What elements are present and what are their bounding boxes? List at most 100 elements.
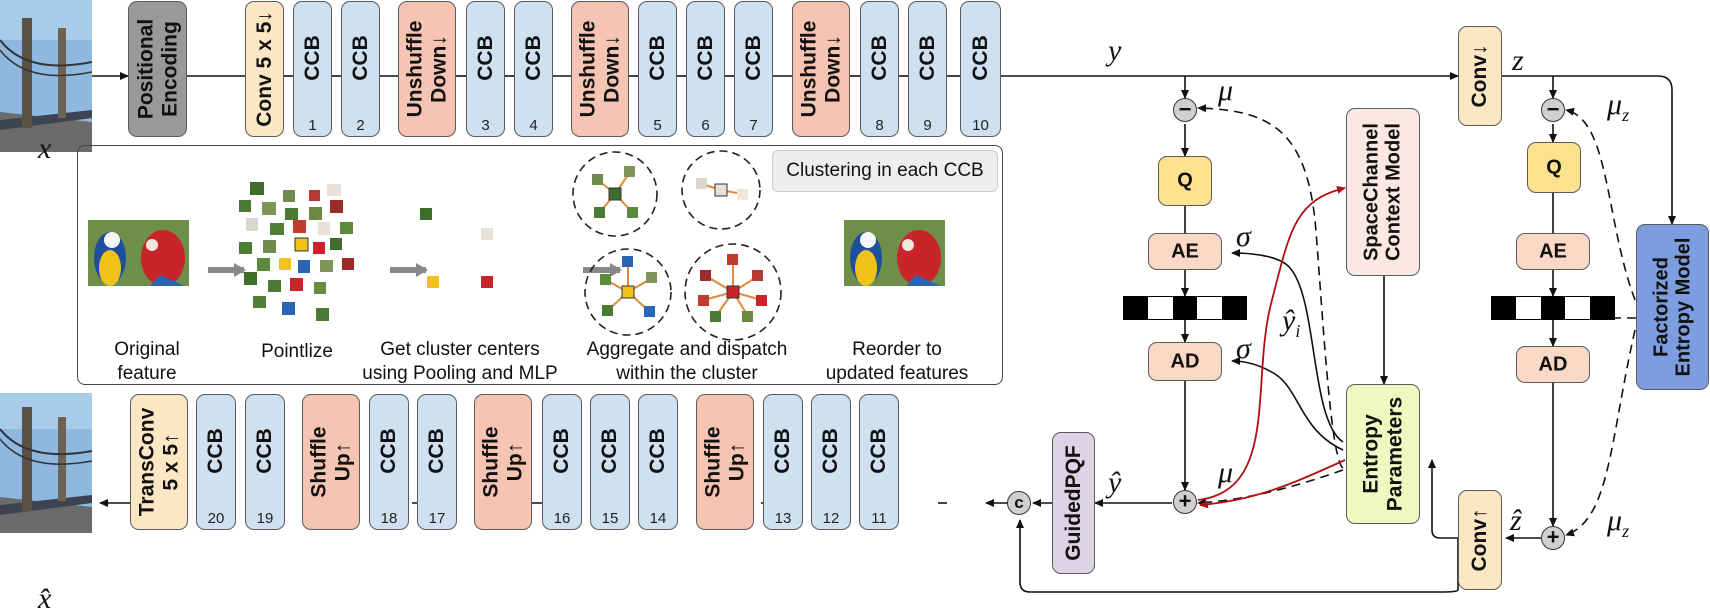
guided-pqf-label: GuidedPQF [1061, 445, 1085, 561]
symbol-y-hat-i: ŷi [1282, 306, 1301, 341]
ccb-number: 11 [871, 510, 887, 527]
unshuffle-down-block-3: Unshuffle Down↓ [792, 1, 850, 137]
hyper-conv-down-block: Conv↓ [1458, 26, 1502, 126]
ccb-label: CCB [867, 35, 891, 82]
factorized-to-hminus [1565, 107, 1636, 301]
unshuffle-down-block-2: Unshuffle Down↓ [571, 1, 629, 137]
conv-in-label: Conv 5 x 5↓ [252, 11, 276, 127]
bitstream-bar [1123, 296, 1247, 320]
shuffle-label: Shuffle Up↑ [479, 426, 526, 498]
y-hat-i-sub: i [1295, 321, 1301, 341]
conv-down-label: Conv↓ [1468, 44, 1492, 108]
ccb-block-12: CCB 12 [811, 394, 851, 530]
mu-z-sub: z [1622, 105, 1630, 125]
convup-to-entropy [1428, 459, 1458, 539]
ccb-number: 2 [356, 117, 365, 134]
ccb-number: 17 [428, 510, 446, 527]
concat-symbol: c [1014, 493, 1024, 513]
ccb-label: CCB [867, 428, 891, 475]
ccb-label: CCB [771, 428, 795, 475]
convup-to-concat [1016, 519, 1459, 593]
ccb-number: 8 [875, 117, 884, 134]
caption-text: Get cluster centers using Pooling and ML… [362, 339, 558, 385]
unshuffle-down-block-1: Unshuffle Down↓ [398, 1, 456, 137]
context-model-block: SpaceChannel Context Model [1346, 108, 1420, 276]
ccb-label: CCB [204, 428, 228, 475]
hyper-ad-label: AD [1538, 353, 1568, 375]
ccb-label: CCB [377, 428, 401, 475]
symbol-mu-bottom: μ [1218, 456, 1234, 489]
plus-symbol: + [1546, 524, 1560, 550]
ccb-number: 12 [822, 510, 840, 527]
hyper-q-label: Q [1546, 156, 1562, 178]
plus-symbol: + [1178, 488, 1192, 514]
quantizer-label: Q [1177, 169, 1193, 192]
input-image [0, 0, 92, 152]
arithmetic-decoder-block: AD [1148, 342, 1222, 381]
caption-reorder: Reorder to updated features [822, 338, 972, 387]
z-line [1502, 75, 1676, 225]
mu-z-sub: z [1622, 521, 1630, 541]
positional-encoding-block: Positional Encoding [128, 1, 187, 137]
symbol-y-hat: ŷ [1108, 466, 1122, 499]
mu-to-plus [1197, 469, 1344, 507]
minus-symbol: − [1546, 96, 1560, 122]
guided-pqf-block: GuidedPQF [1052, 432, 1095, 574]
symbol-mu: μ [1218, 74, 1234, 107]
ccb-block-11: CCB 11 [859, 394, 899, 530]
entropy-to-plus-red [1199, 459, 1346, 509]
caption-text: Aggregate and dispatch within the cluste… [586, 339, 788, 385]
ccb-block-18: CCB 18 [369, 394, 409, 530]
ccb-number: 15 [601, 510, 619, 527]
shuffle-up-block-2: Shuffle Up↑ [474, 394, 532, 530]
ccb-number: 3 [481, 117, 490, 134]
mu-z-main: μ [1607, 88, 1623, 121]
shuffle-up-block-3: Shuffle Up↑ [696, 394, 754, 530]
ccb-number: 7 [749, 117, 758, 134]
arithmetic-encoder-block: AE [1148, 233, 1222, 270]
ccb-label: CCB [819, 428, 843, 475]
ccb-number: 5 [653, 117, 662, 134]
conv-up-label: Conv↑ [1468, 508, 1492, 572]
unshuffle-label: Unshuffle Down↓ [797, 20, 844, 118]
caption-text: Reorder to updated features [825, 339, 969, 385]
ccb-number: 1 [308, 117, 317, 134]
bridge-photo-icon [0, 0, 92, 152]
caption-pointlize: Pointlize [232, 340, 362, 364]
clustering-panel [77, 145, 1003, 385]
plus-to-context [1197, 185, 1346, 501]
factorized-entropy-model-block: Factorized Entropy Model [1636, 224, 1709, 390]
symbol-x-hat: x̂ [38, 582, 52, 614]
factorized-label: Factorized Entropy Model [1650, 237, 1695, 377]
positional-encoding-label: Positional Encoding [133, 18, 181, 120]
ccb-number: 4 [529, 117, 538, 134]
symbol-z-hat: ẑ [1510, 504, 1522, 537]
hyper-ad-block: AD [1516, 346, 1590, 383]
symbol-z: z [1512, 44, 1524, 77]
minus-symbol: − [1178, 96, 1192, 122]
ccb-number: 9 [923, 117, 932, 134]
context-model-label: SpaceChannel Context Model [1360, 123, 1405, 261]
caption-text: Pointlize [261, 341, 333, 362]
entropy-parameters-label: Entropy Parameters [1359, 396, 1406, 512]
symbol-y: y [1108, 34, 1122, 67]
shuffle-label: Shuffle Up↑ [307, 426, 354, 498]
ccb-block-8: CCB 8 [860, 1, 899, 137]
bridge-photo-icon [0, 393, 92, 533]
ccb-number: 18 [380, 510, 398, 527]
concat-operator: c [1007, 491, 1031, 515]
hyper-ae-block: AE [1516, 233, 1590, 270]
